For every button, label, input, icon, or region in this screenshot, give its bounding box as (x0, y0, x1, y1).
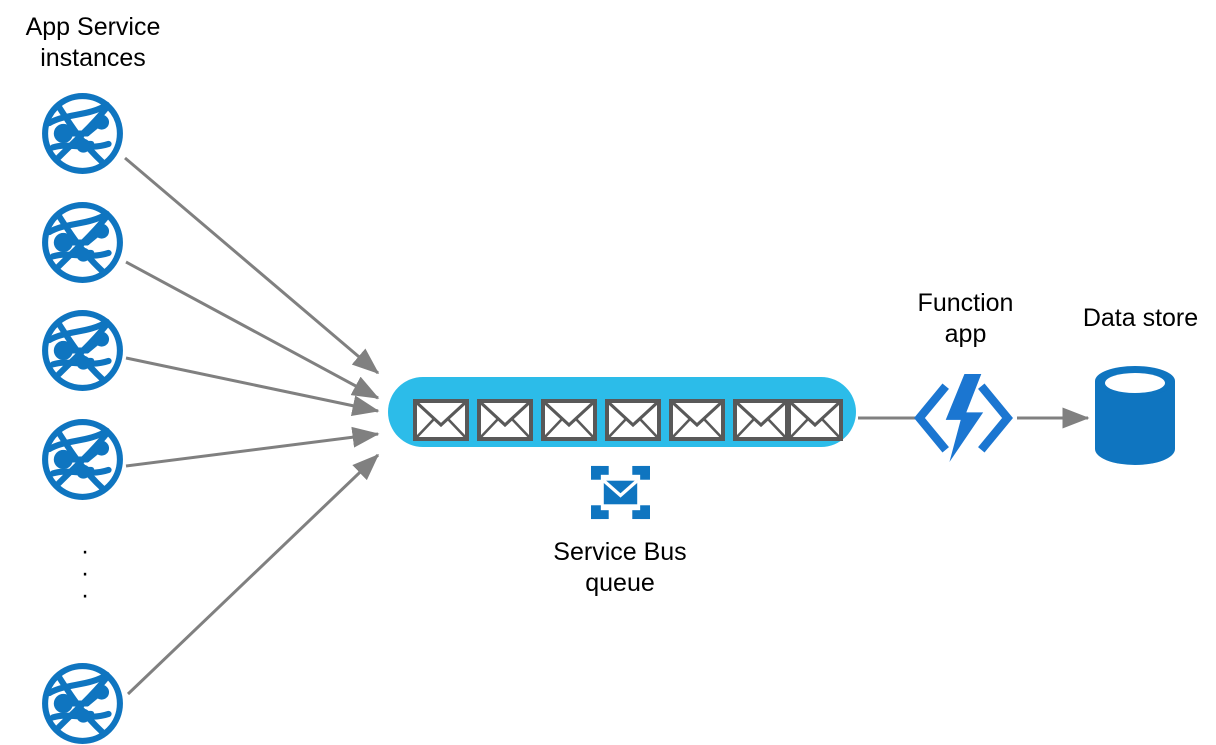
queue-message-envelope (541, 399, 597, 441)
connector-app-service-4-to-queue (125, 426, 380, 468)
app-service-instances-label: App Service instances (25, 13, 161, 72)
data-store-label: Data store (1082, 304, 1199, 332)
app-service-globe-icon (45, 205, 120, 280)
service-bus-envelope-icon (589, 464, 652, 521)
app-service-globe-icon (45, 313, 120, 388)
connector-app-service-1-to-queue (124, 156, 380, 375)
app-service-instances (45, 96, 120, 741)
connector-app-service-n-to-queue (126, 453, 380, 696)
ellipsis-dot: · (80, 559, 90, 587)
queue-message-envelope (669, 399, 725, 441)
queue-message-envelope (413, 399, 469, 441)
vertical-ellipsis: · · · (78, 537, 92, 609)
database-cylinder-icon (1095, 366, 1175, 465)
connector-group (124, 156, 380, 696)
azure-functions-icon (919, 374, 1007, 462)
connector-app-service-3-to-queue (125, 356, 380, 417)
queue-message-envelope (733, 399, 789, 441)
service-bus-queue-label: Service Bus queue (553, 538, 687, 597)
queue-message-envelope (787, 399, 843, 441)
app-service-globe-icon (45, 666, 120, 741)
app-service-globe-icon (45, 422, 120, 497)
app-service-globe-icon (45, 96, 120, 171)
connector-app-service-2-to-queue (125, 260, 380, 400)
queue-message-envelope (477, 399, 533, 441)
queue-message-envelope (605, 399, 661, 441)
ellipsis-dot: · (80, 537, 90, 565)
queue-messages (413, 399, 843, 441)
ellipsis-dot: · (80, 581, 90, 609)
function-app-label: Function app (917, 289, 1014, 348)
